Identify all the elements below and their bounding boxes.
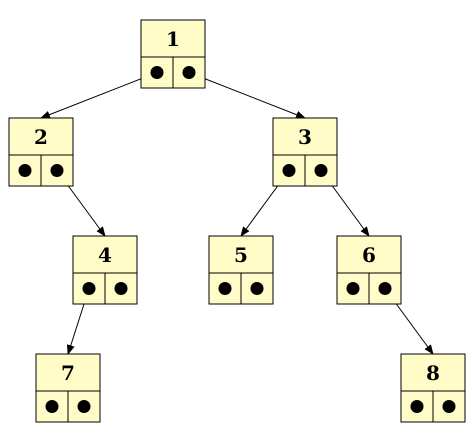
left-pointer-dot — [346, 282, 360, 295]
edge-layer — [40, 72, 434, 355]
right-pointer-dot — [442, 400, 456, 413]
tree-node-4: 4 — [72, 235, 138, 305]
node-label: 7 — [61, 361, 75, 385]
right-pointer-dot — [114, 282, 128, 295]
node-label: 8 — [426, 361, 440, 385]
edge-1-left-to-2 — [40, 72, 158, 119]
tree-node-1: 1 — [140, 19, 206, 89]
edge-1-right-to-3 — [188, 72, 306, 119]
left-pointer-dot — [45, 400, 59, 413]
right-pointer-dot — [314, 164, 328, 177]
node-label: 5 — [234, 243, 248, 267]
right-pointer-dot — [182, 66, 196, 79]
node-label: 6 — [362, 243, 376, 267]
left-pointer-dot — [218, 282, 232, 295]
node-layer: 1 2 3 4 5 6 7 8 — [8, 19, 466, 423]
tree-node-8: 8 — [400, 353, 466, 423]
tree-node-3: 3 — [272, 117, 338, 187]
right-pointer-dot — [50, 164, 64, 177]
node-label: 2 — [34, 125, 48, 149]
right-pointer-dot — [250, 282, 264, 295]
node-label: 3 — [298, 125, 312, 149]
left-pointer-dot — [150, 66, 164, 79]
left-pointer-dot — [410, 400, 424, 413]
node-label: 4 — [98, 243, 112, 267]
right-pointer-dot — [378, 282, 392, 295]
tree-node-5: 5 — [208, 235, 274, 305]
node-label: 1 — [166, 27, 180, 51]
left-pointer-dot — [82, 282, 96, 295]
left-pointer-dot — [282, 164, 296, 177]
tree-node-6: 6 — [336, 235, 402, 305]
tree-node-7: 7 — [35, 353, 101, 423]
left-pointer-dot — [18, 164, 32, 177]
right-pointer-dot — [77, 400, 91, 413]
tree-node-2: 2 — [8, 117, 74, 187]
